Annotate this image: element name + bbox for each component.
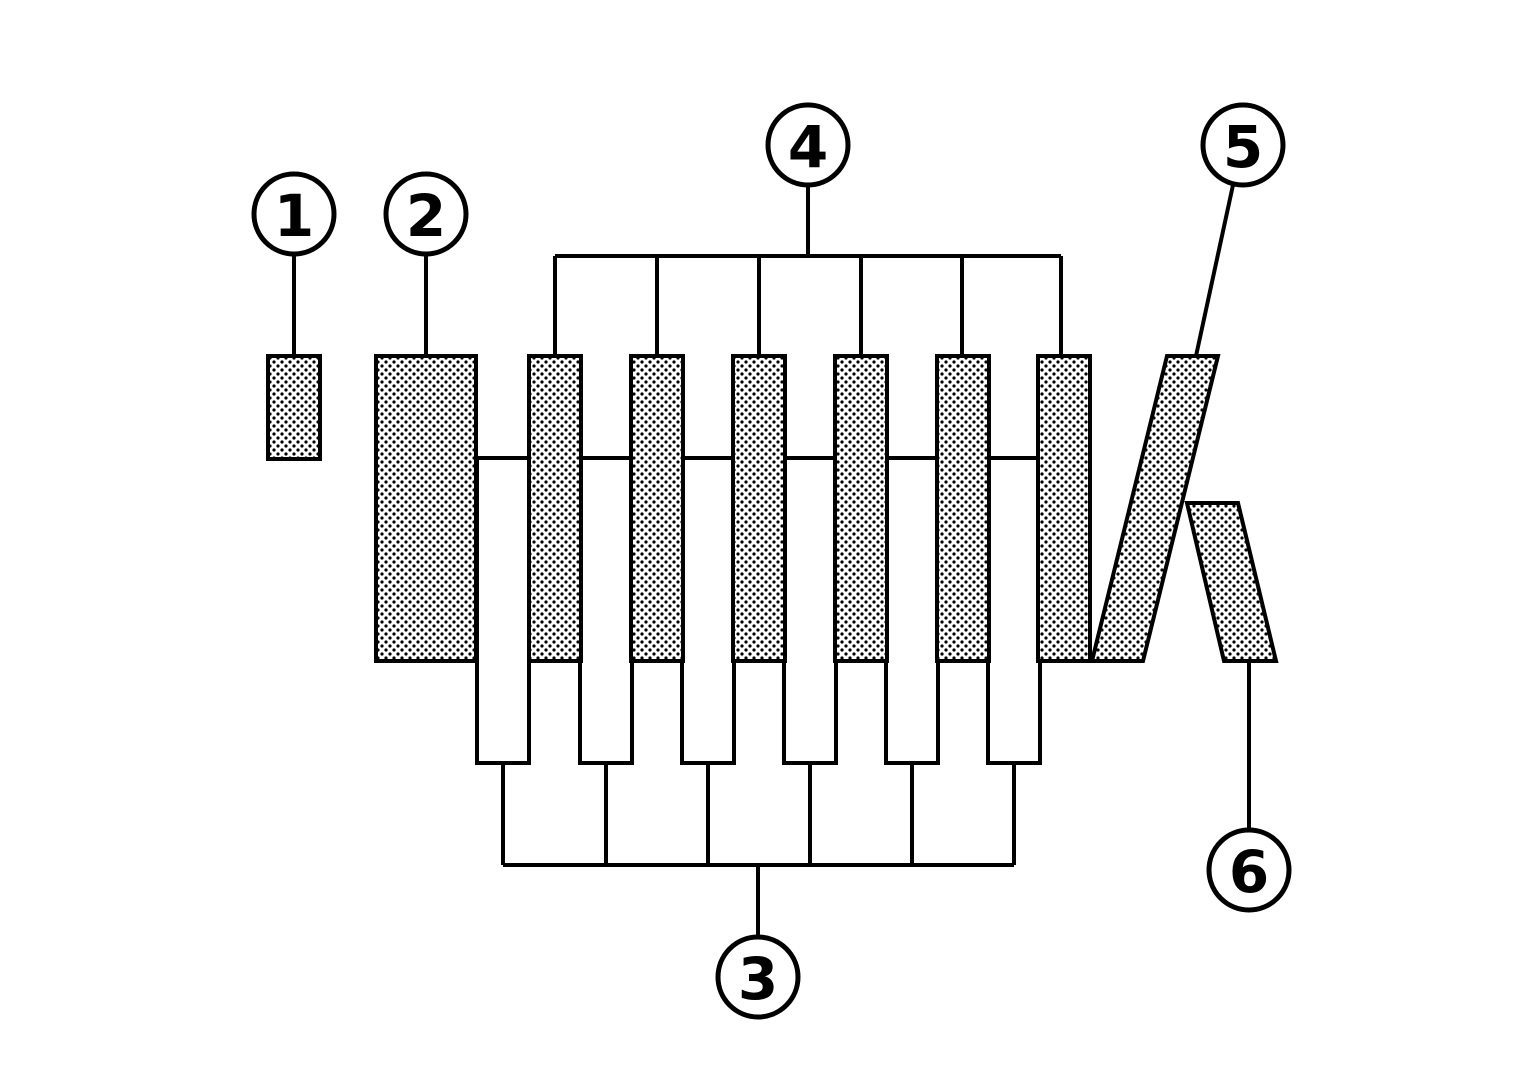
callout-6-circle xyxy=(1206,827,1292,913)
leader-lines xyxy=(292,184,1251,938)
callout-1: 1 xyxy=(251,171,337,257)
callout-1-label: 1 xyxy=(274,182,314,250)
callout-4-circle xyxy=(765,102,851,188)
callout-5: 5 xyxy=(1200,102,1286,188)
part-1-block xyxy=(266,354,322,461)
part-6-tapered-plate xyxy=(1184,501,1279,663)
dotted-plate xyxy=(833,354,889,663)
part-2-plate xyxy=(374,354,478,663)
callout-2-circle xyxy=(383,171,469,257)
part-5-slanted-plate xyxy=(1089,354,1221,663)
callout-4-label: 4 xyxy=(788,113,828,181)
callout-6: 6 xyxy=(1206,827,1292,913)
callout-3: 3 xyxy=(715,934,801,1020)
callout-3-label: 3 xyxy=(738,945,778,1013)
dotted-plate xyxy=(731,354,787,663)
callout-1-circle xyxy=(251,171,337,257)
callout-4: 4 xyxy=(765,102,851,188)
plain-plate xyxy=(782,456,838,765)
plain-plate xyxy=(578,456,634,765)
leader-5 xyxy=(1194,184,1235,357)
callout-2: 2 xyxy=(383,171,469,257)
dotted-plate xyxy=(527,354,583,663)
callout-3-circle xyxy=(715,934,801,1020)
callout-2-label: 2 xyxy=(406,182,446,250)
callout-6-label: 6 xyxy=(1229,838,1269,906)
plain-plate xyxy=(475,456,531,765)
plain-plate xyxy=(986,456,1042,765)
dotted-plate xyxy=(935,354,991,663)
callout-5-label: 5 xyxy=(1223,113,1263,181)
plain-plate xyxy=(884,456,940,765)
callout-5-circle xyxy=(1200,102,1286,188)
part-4-plates xyxy=(527,354,1092,663)
plain-plate xyxy=(680,456,736,765)
dotted-plate xyxy=(629,354,685,663)
dotted-plate xyxy=(1036,354,1092,663)
part-3-plates xyxy=(475,456,1042,765)
